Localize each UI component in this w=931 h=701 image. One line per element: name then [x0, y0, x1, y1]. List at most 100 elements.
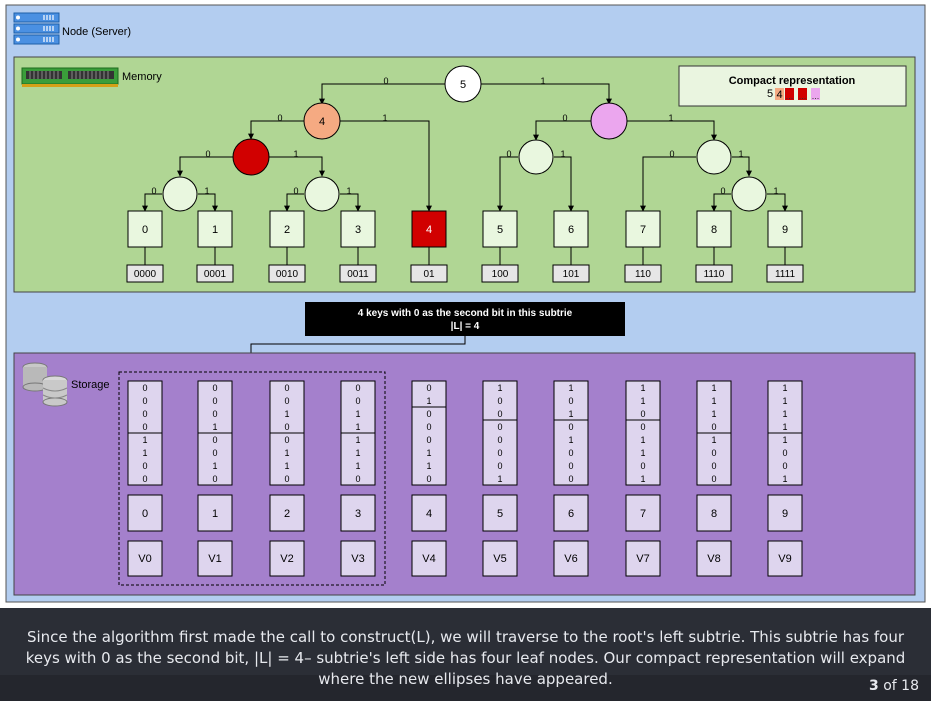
- storage-index: 8: [711, 508, 717, 520]
- edge-label-zero: 0: [562, 113, 567, 123]
- storage-index-cell: [411, 494, 447, 532]
- storage-index: 2: [284, 508, 290, 520]
- key-suffix-cell: [197, 432, 233, 486]
- compact-representation-title: Compact representation: [729, 75, 856, 87]
- key-bit: 0: [568, 396, 573, 406]
- storage-value: V2: [280, 553, 293, 565]
- leaf-code-box: [481, 264, 519, 283]
- key-bit: 0: [568, 448, 573, 458]
- storage-value-cell: [411, 540, 447, 577]
- compact-slot-dots: ...: [799, 91, 807, 101]
- subtrie-selection: [118, 371, 386, 586]
- leaf-code-box: [196, 264, 234, 283]
- slide-current: 3: [869, 678, 879, 694]
- key-suffix-cell: [411, 406, 447, 486]
- left-subtrie-node: [303, 102, 341, 140]
- leaf-label: 8: [711, 224, 717, 236]
- memory-label: Memory: [122, 71, 162, 83]
- storage-index-cell: [197, 494, 233, 532]
- edge-label-zero: 0: [151, 186, 156, 196]
- trie-node: [162, 176, 198, 212]
- trie-node: [731, 176, 767, 212]
- compact-slots: .........: [785, 88, 820, 101]
- storage-index: 5: [497, 508, 503, 520]
- key-bit: 1: [497, 474, 502, 484]
- leaf-code: 0000: [134, 269, 157, 280]
- leaf-label: 9: [782, 224, 788, 236]
- diagram-stage: Node (Server) Memory Compact representat…: [0, 0, 931, 608]
- key-suffix-cell: [482, 419, 518, 486]
- key-prefix-cell: [767, 380, 803, 434]
- leaf-label: 5: [497, 224, 503, 236]
- key-bit: 1: [142, 435, 147, 445]
- trie-node: [518, 139, 554, 175]
- edge-label-one: 1: [560, 149, 565, 159]
- key-bit: 1: [568, 383, 573, 393]
- leaf-label: 4: [426, 224, 432, 236]
- key-bit: 0: [497, 422, 502, 432]
- compact-slot: [785, 88, 794, 100]
- key-suffix-cell: [127, 432, 163, 486]
- key-bit: 0: [782, 461, 787, 471]
- key-bit: 0: [212, 383, 217, 393]
- key-bit: 1: [497, 383, 502, 393]
- leaf-node: [340, 210, 376, 248]
- storage-index-cell: [127, 494, 163, 532]
- leaf-code-box: [624, 264, 662, 283]
- edge-label-one: 1: [293, 149, 298, 159]
- storage-value-cell: [482, 540, 518, 577]
- key-bit: 0: [640, 409, 645, 419]
- key-bit: 0: [355, 396, 360, 406]
- key-bit: 1: [640, 435, 645, 445]
- key-bit: 0: [212, 448, 217, 458]
- key-bit: 0: [426, 409, 431, 419]
- server-label: Node (Server): [62, 26, 131, 38]
- edge-label-one: 1: [668, 113, 673, 123]
- leaf-code: 0001: [204, 269, 227, 280]
- leaf-code: 100: [492, 269, 509, 280]
- key-bit: 1: [711, 396, 716, 406]
- leaf-code: 0010: [276, 269, 299, 280]
- highlighted-node: [232, 138, 270, 176]
- key-bit: 0: [426, 422, 431, 432]
- leaf-code-box: [268, 264, 306, 283]
- key-bit: 1: [284, 409, 289, 419]
- leaf-node: [625, 210, 661, 248]
- key-bit: 1: [711, 409, 716, 419]
- key-bit: 0: [142, 409, 147, 419]
- key-bit: 0: [568, 422, 573, 432]
- key-bit: 0: [212, 435, 217, 445]
- storage-index-cell: [553, 494, 589, 532]
- key-bit: 1: [782, 422, 787, 432]
- key-bit: 1: [284, 461, 289, 471]
- leaf-node: [767, 210, 803, 248]
- storage-value: V8: [707, 553, 720, 565]
- leaf-node: [553, 210, 589, 248]
- callout-line-2: |L| = 4: [451, 321, 480, 332]
- storage-value: V1: [208, 553, 221, 565]
- storage-columns: 000011000V0000100101V1001001102V20011111…: [127, 380, 803, 577]
- storage-value-cell: [197, 540, 233, 577]
- storage-index: 9: [782, 508, 788, 520]
- key-prefix-cell: [553, 380, 589, 421]
- edge-label-zero: 0: [506, 149, 511, 159]
- storage-index: 1: [212, 508, 218, 520]
- edge-label-one: 1: [773, 186, 778, 196]
- slide-counter: 3 of 18: [869, 678, 919, 694]
- storage-value: V9: [778, 553, 791, 565]
- key-bit: 1: [782, 409, 787, 419]
- key-bit: 1: [782, 383, 787, 393]
- compact-slot-dots: ...: [812, 91, 820, 101]
- root-node-label: 5: [460, 79, 466, 91]
- compact-slot: [811, 88, 820, 100]
- leaf-node: [696, 210, 732, 248]
- compact-root-value: 5: [767, 88, 773, 100]
- storage-label: Storage: [71, 379, 110, 391]
- key-bit: 0: [711, 461, 716, 471]
- key-bit: 1: [284, 448, 289, 458]
- server-icon: [13, 12, 60, 45]
- leaf-code: 110: [635, 269, 651, 280]
- root-node: [444, 65, 482, 103]
- key-suffix-cell: [767, 432, 803, 486]
- leaf-node: [197, 210, 233, 248]
